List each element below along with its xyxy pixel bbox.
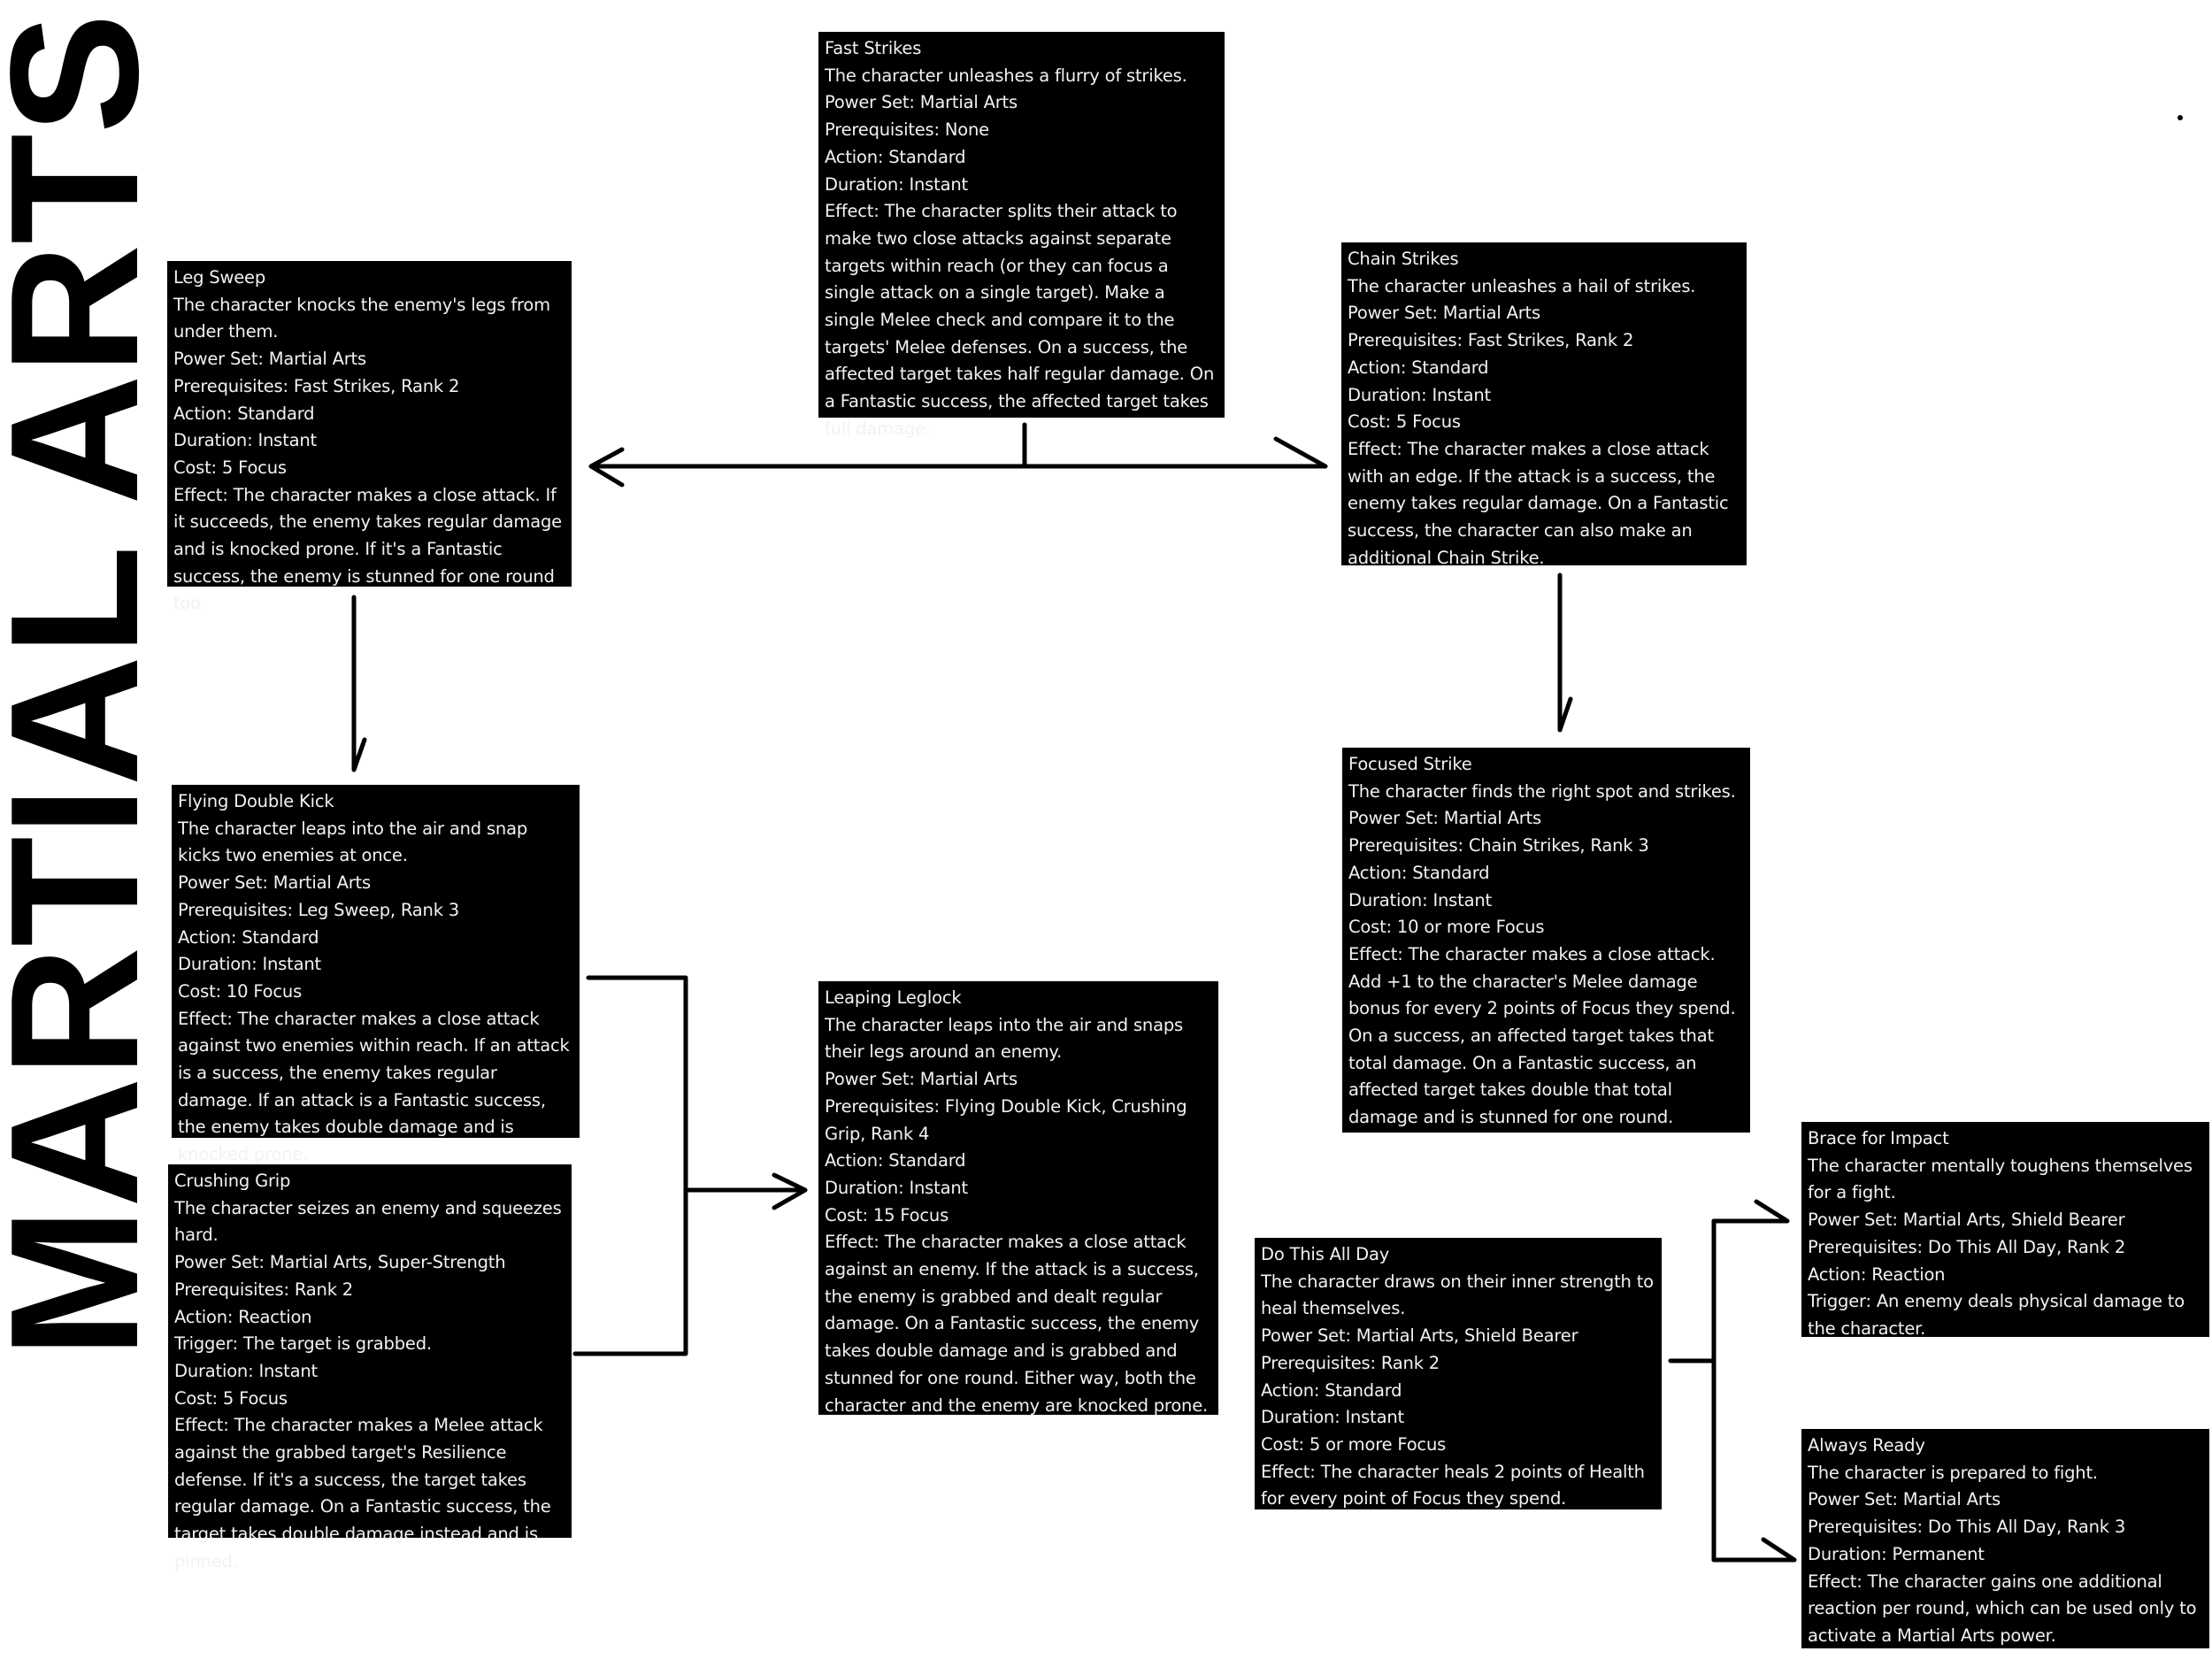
power-duration: Duration: Instant — [825, 173, 968, 195]
power-set: Power Set: Martial Arts, Super-Strength — [174, 1252, 506, 1273]
power-cost: Cost: 10 Focus — [178, 980, 303, 1002]
power-description: The character is prepared to fight. — [1808, 1462, 2098, 1483]
power-prerequisites: Prerequisites: Rank 2 — [1261, 1352, 1440, 1373]
power-cost: Cost: 10 or more Focus — [1348, 917, 1545, 938]
power-duration: Duration: Instant — [1348, 889, 1492, 910]
power-cost: Cost: 5 Focus — [1348, 411, 1461, 433]
power-trigger: Trigger: An enemy deals physical damage … — [1808, 1291, 2185, 1339]
power-prerequisites: Prerequisites: Do This All Day, Rank 2 — [1808, 1236, 2126, 1257]
power-card-crushing-grip: Crushing Grip The character seizes an en… — [168, 1164, 572, 1571]
power-set: Power Set: Martial Arts — [825, 1069, 1018, 1090]
power-effect: Effect: The character makes a close atta… — [178, 1008, 570, 1165]
power-action: Action: Standard — [1348, 357, 1489, 378]
power-name: Brace for Impact — [1808, 1128, 1949, 1148]
power-card-leg-sweep: Leg Sweep The character knocks the enemy… — [167, 261, 572, 613]
power-name: Leg Sweep — [173, 267, 265, 288]
power-card-leaping-leglock: Leaping Leglock The character leaps into… — [818, 981, 1218, 1416]
power-action: Action: Standard — [1261, 1379, 1402, 1401]
power-description: The character mentally toughens themselv… — [1808, 1155, 2193, 1203]
arrow-to-focused-strike — [1557, 572, 1573, 733]
power-duration: Duration: Instant — [1348, 384, 1491, 405]
power-action: Action: Reaction — [1808, 1263, 1946, 1285]
power-name: Chain Strikes — [1348, 249, 1459, 269]
power-card-always-ready: Always Ready The character is prepared t… — [1801, 1429, 2209, 1648]
power-name: Flying Double Kick — [178, 791, 334, 811]
power-name: Fast Strikes — [825, 38, 922, 58]
power-action: Action: Standard — [1348, 862, 1490, 883]
power-effect: Effect: The character makes a close atta… — [1348, 438, 1729, 568]
power-description: The character draws on their inner stren… — [1261, 1271, 1654, 1319]
power-duration: Duration: Permanent — [1808, 1543, 1985, 1564]
power-cost: Cost: 5 Focus — [173, 457, 287, 478]
power-description: The character knocks the enemy's legs fr… — [173, 294, 550, 342]
arrow-to-brace-for-impact — [1711, 1199, 1790, 1224]
power-description: The character leaps into the air and sna… — [178, 818, 528, 866]
power-cost: Cost: 5 or more Focus — [1261, 1433, 1447, 1455]
power-effect: Effect: The character heals 2 points of … — [1261, 1461, 1645, 1509]
power-duration: Duration: Instant — [825, 1177, 968, 1198]
title-text: MARTIAL ARTS — [0, 13, 155, 1358]
arrow-to-always-ready — [1711, 1537, 1797, 1563]
power-card-fast-strikes: Fast Strikes The character unleashes a f… — [818, 32, 1225, 439]
power-trigger: Trigger: The target is grabbed. — [174, 1333, 432, 1355]
power-set: Power Set: Martial Arts — [173, 349, 366, 370]
power-prerequisites: Prerequisites: Flying Double Kick, Crush… — [825, 1095, 1187, 1144]
power-card-do-this-all-day: Do This All Day The character draws on t… — [1255, 1238, 1662, 1509]
power-card-brace-for-impact: Brace for Impact The character mentally … — [1801, 1122, 2209, 1339]
power-effect: Effect: The character makes a close atta… — [173, 484, 562, 614]
arrow-to-chain-strikes — [1022, 436, 1328, 469]
power-action: Action: Standard — [825, 1150, 966, 1171]
power-prerequisites: Prerequisites: Rank 2 — [174, 1279, 354, 1300]
power-prerequisites: Prerequisites: None — [825, 119, 989, 141]
arrow-to-leg-sweep — [588, 447, 1325, 488]
power-effect: Effect: The character splits their attac… — [825, 201, 1215, 439]
power-card-chain-strikes: Chain Strikes The character unleashes a … — [1341, 242, 1747, 568]
power-duration: Duration: Instant — [1261, 1407, 1404, 1428]
power-prerequisites: Prerequisites: Do This All Day, Rank 3 — [1808, 1517, 2126, 1538]
stray-dot — [2177, 115, 2183, 120]
power-effect: Effect: The character makes a close atta… — [825, 1232, 1209, 1416]
power-cost: Cost: 15 Focus — [825, 1204, 949, 1225]
power-prerequisites: Prerequisites: Fast Strikes, Rank 2 — [173, 375, 460, 396]
power-action: Action: Standard — [825, 146, 966, 167]
power-cost: Cost: 5 Focus — [174, 1387, 288, 1409]
power-duration: Duration: Instant — [178, 954, 321, 975]
power-description: The character leaps into the air and sna… — [825, 1014, 1183, 1063]
power-prerequisites: Prerequisites: Leg Sweep, Rank 3 — [178, 899, 460, 920]
power-set: Power Set: Martial Arts, Shield Bearer — [1261, 1325, 1578, 1347]
power-description: The character finds the right spot and s… — [1348, 780, 1736, 802]
power-effect: Effect: The character gains one addition… — [1808, 1571, 2197, 1646]
power-card-flying-double-kick: Flying Double Kick The character leaps i… — [172, 785, 580, 1164]
power-name: Leaping Leglock — [825, 987, 962, 1008]
connector-to-leaping-leglock — [572, 975, 808, 1356]
power-duration: Duration: Instant — [173, 430, 317, 451]
connector-do-this-all-day — [1668, 1218, 1717, 1563]
power-set: Power Set: Martial Arts — [825, 92, 1018, 113]
power-set: Power Set: Martial Arts, Shield Bearer — [1808, 1210, 2125, 1231]
power-effect: Effect: The character makes a Melee atta… — [174, 1415, 551, 1571]
power-set: Power Set: Martial Arts — [1348, 303, 1540, 324]
power-name: Focused Strike — [1348, 754, 1472, 774]
power-action: Action: Reaction — [174, 1306, 312, 1327]
power-effect: Effect: The character makes a close atta… — [1348, 943, 1736, 1128]
power-description: The character unleashes a hail of strike… — [1348, 275, 1696, 296]
power-name: Do This All Day — [1261, 1244, 1390, 1264]
power-set: Power Set: Martial Arts — [178, 872, 371, 894]
power-prerequisites: Prerequisites: Fast Strikes, Rank 2 — [1348, 330, 1634, 351]
power-set: Power Set: Martial Arts — [1808, 1489, 2001, 1510]
power-card-focused-strike: Focused Strike The character finds the r… — [1342, 748, 1750, 1133]
page-title: MARTIAL ARTS — [0, 0, 176, 1380]
power-action: Action: Standard — [178, 926, 319, 948]
power-description: The character seizes an enemy and squeez… — [174, 1197, 562, 1246]
power-duration: Duration: Instant — [174, 1360, 318, 1381]
power-action: Action: Standard — [173, 403, 315, 424]
power-set: Power Set: Martial Arts — [1348, 808, 1541, 829]
arrow-to-flying-double-kick — [351, 595, 367, 772]
power-prerequisites: Prerequisites: Chain Strikes, Rank 3 — [1348, 835, 1649, 856]
power-description: The character unleashes a flurry of stri… — [825, 65, 1187, 86]
power-name: Crushing Grip — [174, 1171, 291, 1191]
power-name: Always Ready — [1808, 1435, 1925, 1455]
